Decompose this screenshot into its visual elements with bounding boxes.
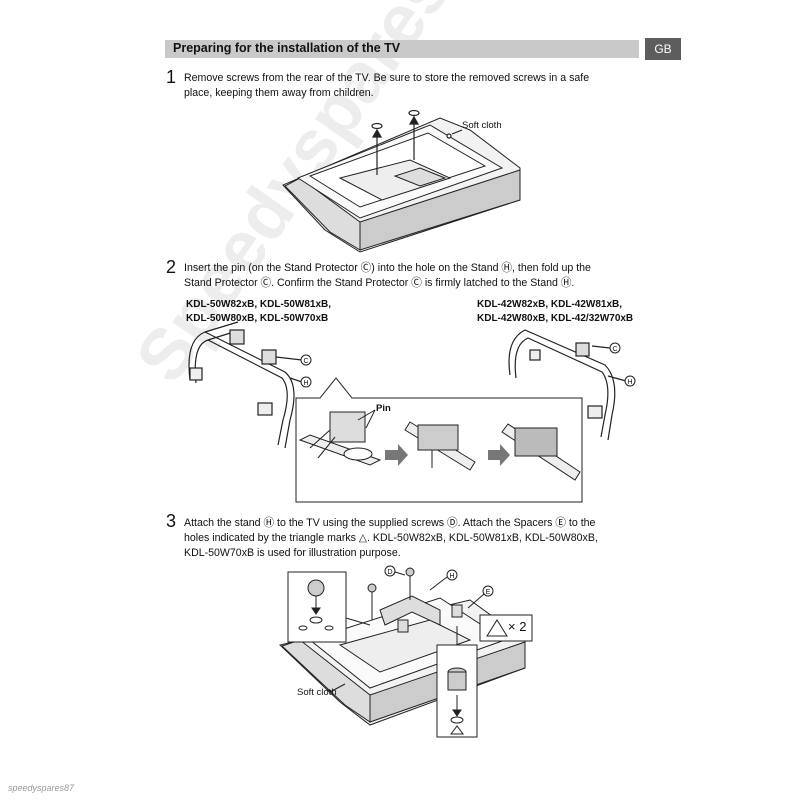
step-3-line-3: KDL-50W70xB is used for illustration pur… bbox=[184, 547, 401, 559]
times-two-label: × 2 bbox=[508, 619, 527, 634]
callout-h-left: H bbox=[303, 380, 309, 387]
step-3-soft-cloth-label: Soft cloth bbox=[297, 687, 337, 698]
callout-h: H bbox=[449, 573, 455, 580]
callout-c-left: C bbox=[303, 358, 309, 365]
callout-c-right: C bbox=[612, 346, 618, 353]
step-1-line-2: place, keeping them away from children. bbox=[184, 87, 374, 99]
models-right-line-1: KDL-42W82xB, KDL-42W81xB, bbox=[477, 299, 623, 310]
step-1-text: Remove screws from the rear of the TV. B… bbox=[184, 71, 589, 101]
step-2-line-2: Stand Protector Ⓒ. Confirm the Stand Pro… bbox=[184, 277, 575, 289]
section-title: Preparing for the installation of the TV bbox=[173, 41, 401, 55]
step-3-line-1: Attach the stand Ⓗ to the TV using the s… bbox=[184, 517, 596, 529]
step-2-text: Insert the pin (on the Stand Protector Ⓒ… bbox=[184, 261, 591, 291]
pin-label: Pin bbox=[376, 403, 391, 414]
step-3-line-2: holes indicated by the triangle marks △.… bbox=[184, 532, 598, 544]
models-right-line-2: KDL-42W80xB, KDL-42/32W70xB bbox=[477, 313, 634, 324]
models-left-line-1: KDL-50W82xB, KDL-50W81xB, bbox=[186, 299, 332, 310]
models-left-line-2: KDL-50W80xB, KDL-50W70xB bbox=[186, 313, 329, 324]
callout-d: D bbox=[387, 569, 393, 576]
step-1-soft-cloth-label: Soft cloth bbox=[462, 120, 502, 131]
callout-h-right: H bbox=[627, 379, 633, 386]
step-1-line-1: Remove screws from the rear of the TV. B… bbox=[184, 72, 590, 84]
step-1-number: 1 bbox=[166, 67, 177, 87]
step-3-text: Attach the stand Ⓗ to the TV using the s… bbox=[184, 516, 598, 561]
step-2-line-1: Insert the pin (on the Stand Protector Ⓒ… bbox=[184, 262, 591, 274]
language-tab: GB bbox=[645, 38, 681, 60]
callout-e: E bbox=[485, 589, 491, 596]
models-right: KDL-42W82xB, KDL-42W81xB, KDL-42W80xB, K… bbox=[477, 298, 633, 326]
step-2-number: 2 bbox=[166, 257, 177, 277]
section-header-bar: Preparing for the installation of the TV bbox=[165, 40, 639, 58]
step-3-number: 3 bbox=[166, 511, 177, 531]
footer-watermark: speedyspares87 bbox=[8, 783, 75, 793]
models-left: KDL-50W82xB, KDL-50W81xB, KDL-50W80xB, K… bbox=[186, 298, 331, 326]
